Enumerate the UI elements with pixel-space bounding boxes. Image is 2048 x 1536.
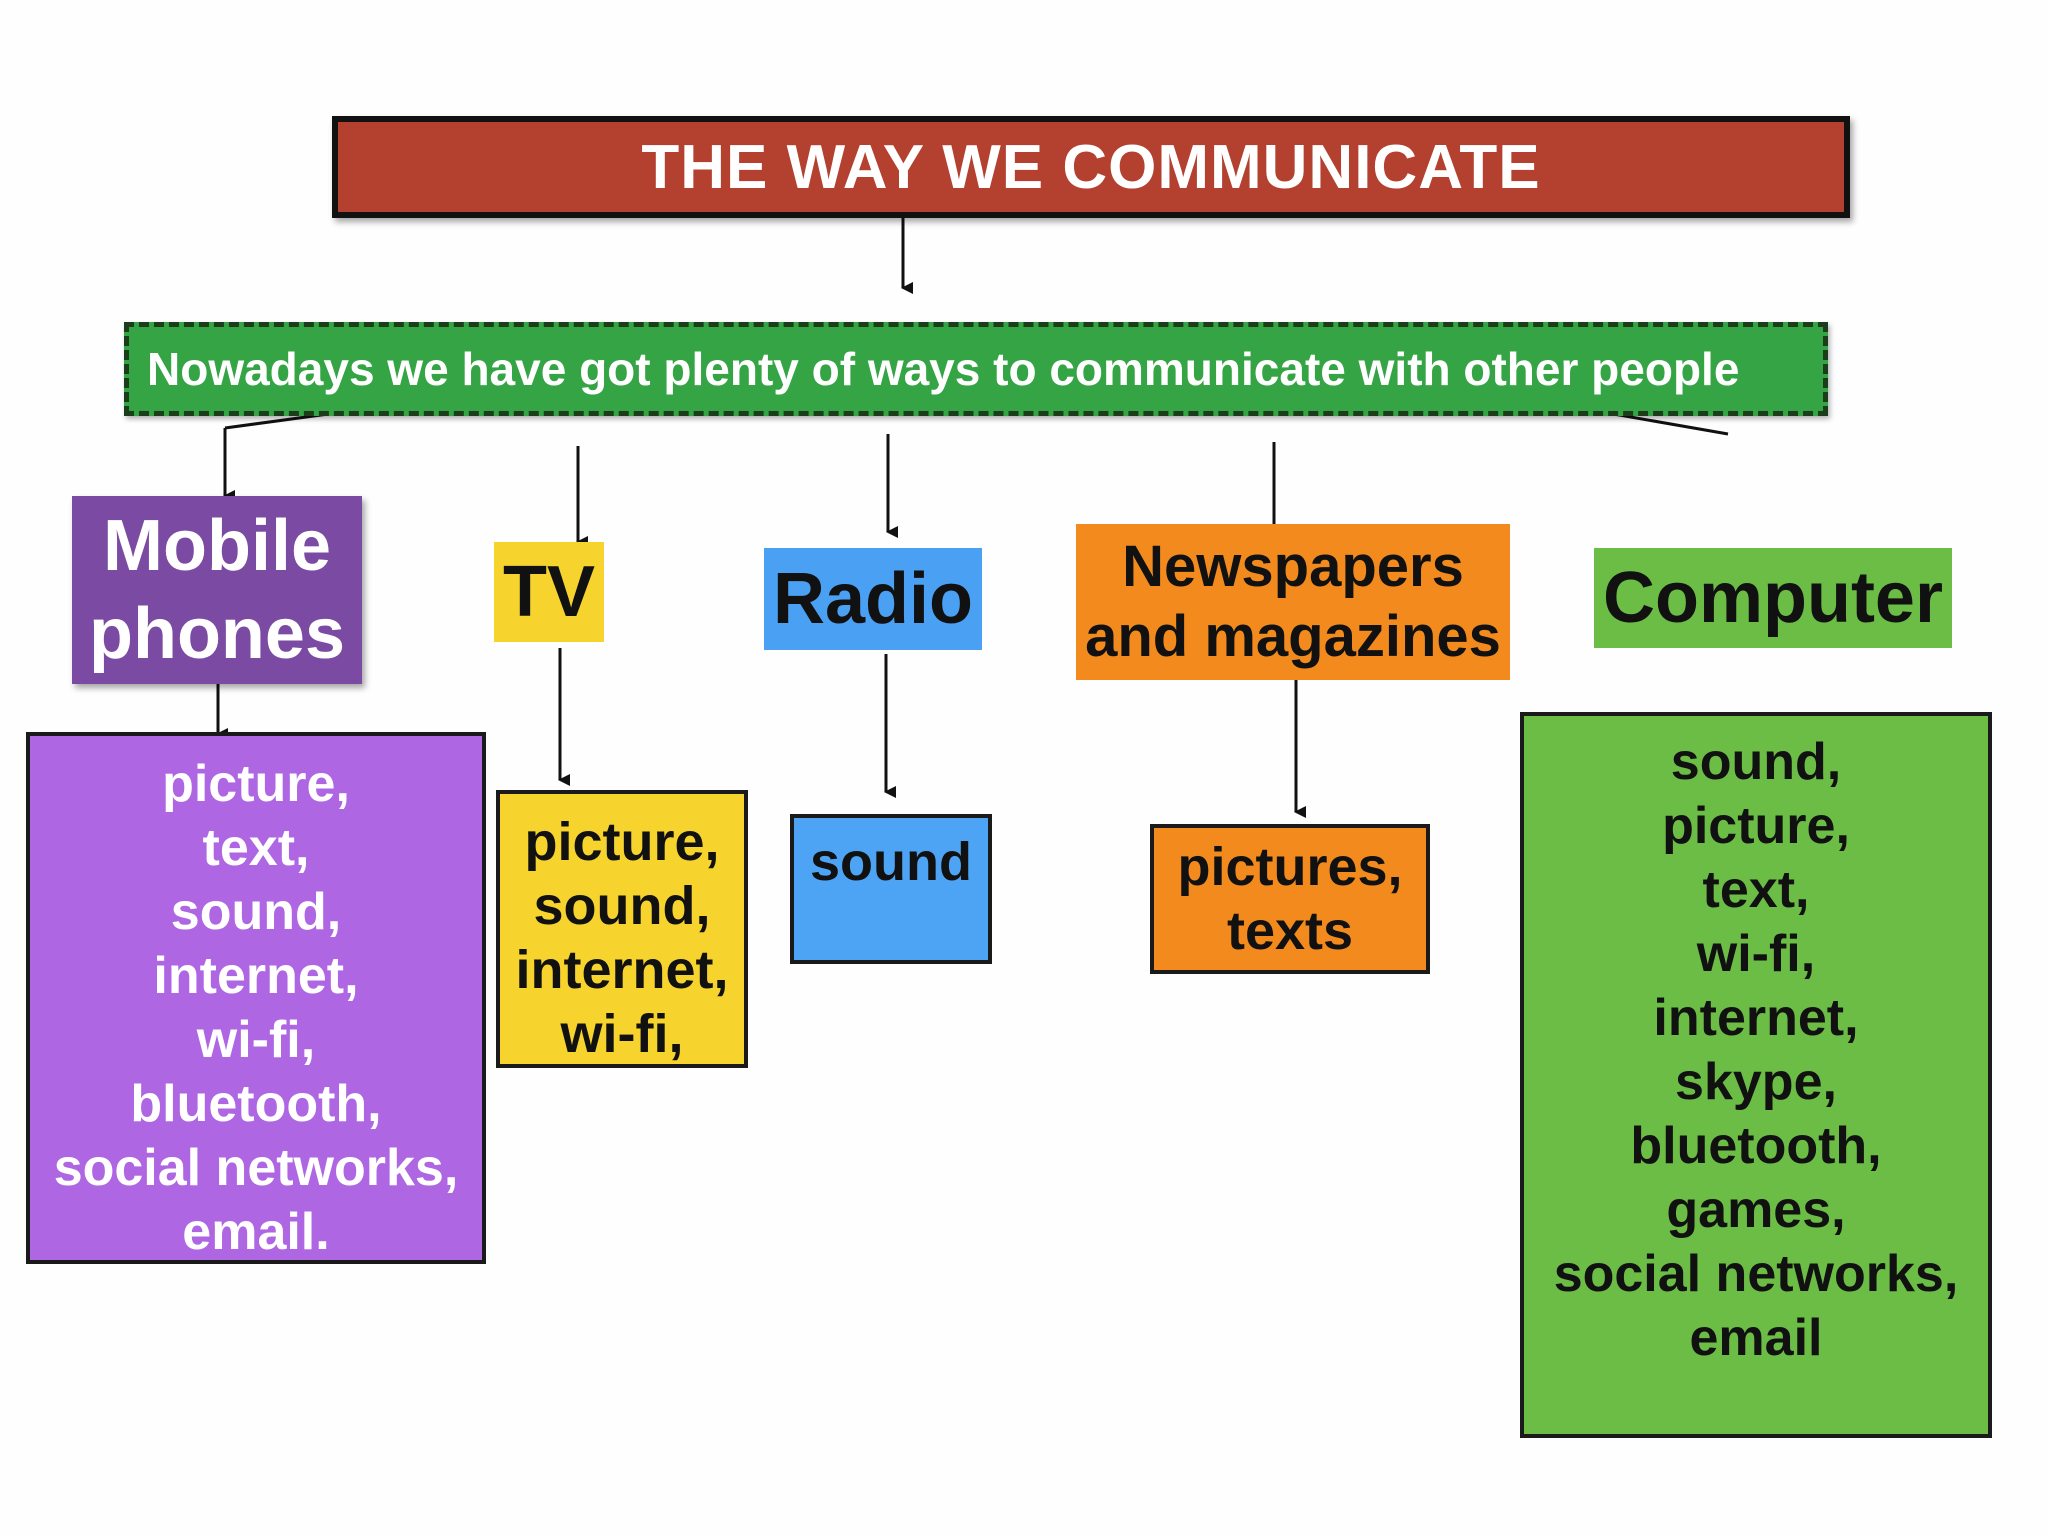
feature-item: wi-fi, bbox=[196, 1011, 316, 1069]
category-newspapers: Newspapers and magazines bbox=[1076, 524, 1510, 680]
category-news-line2: and magazines bbox=[1085, 604, 1501, 669]
category-tv-label: TV bbox=[502, 552, 595, 632]
features-radio: sound bbox=[790, 814, 992, 964]
feature-item: internet, bbox=[1653, 989, 1859, 1047]
subtitle-text: Nowadays we have got plenty of ways to c… bbox=[147, 343, 1740, 395]
feature-item: text, bbox=[1702, 861, 1810, 919]
feature-item: social networks, bbox=[53, 1139, 459, 1197]
feature-item: email bbox=[1689, 1309, 1823, 1367]
feature-item: bluetooth, bbox=[1630, 1117, 1882, 1175]
category-mobile-line2: phones bbox=[88, 594, 345, 674]
feature-item: sound, bbox=[170, 883, 342, 941]
feature-item: picture, bbox=[1662, 797, 1850, 855]
features-tv: picture, sound, internet, wi-fi, bbox=[496, 790, 748, 1068]
category-radio-label: Radio bbox=[772, 559, 973, 639]
feature-item: games, bbox=[1666, 1181, 1846, 1239]
feature-item: internet, bbox=[515, 940, 729, 1000]
category-radio: Radio bbox=[764, 548, 982, 650]
title-banner: THE WAY WE COMMUNICATE bbox=[332, 116, 1850, 218]
category-news-line1: Newspapers bbox=[1122, 534, 1464, 599]
feature-item: sound, bbox=[1670, 733, 1842, 791]
category-mobile-line1: Mobile bbox=[103, 506, 331, 586]
feature-item: text, bbox=[202, 819, 310, 877]
features-newspapers: pictures, texts bbox=[1150, 824, 1430, 974]
title-text: THE WAY WE COMMUNICATE bbox=[641, 132, 1541, 202]
feature-item: picture, bbox=[524, 812, 720, 872]
feature-item: texts bbox=[1226, 901, 1354, 961]
feature-item: social networks, bbox=[1553, 1245, 1959, 1303]
feature-item: skype, bbox=[1675, 1053, 1837, 1111]
feature-item: wi-fi, bbox=[560, 1004, 684, 1064]
category-tv: TV bbox=[494, 542, 604, 642]
feature-item: pictures, bbox=[1177, 837, 1403, 897]
category-computer: Computer bbox=[1594, 548, 1952, 648]
subtitle-banner: Nowadays we have got plenty of ways to c… bbox=[124, 322, 1828, 416]
feature-item: email. bbox=[182, 1203, 330, 1261]
features-computer: sound, picture, text, wi-fi, internet, s… bbox=[1520, 712, 1992, 1438]
features-mobile: picture, text, sound, internet, wi-fi, b… bbox=[26, 732, 486, 1264]
feature-item: bluetooth, bbox=[130, 1075, 382, 1133]
feature-item: sound, bbox=[533, 876, 711, 936]
feature-item: sound bbox=[810, 832, 972, 892]
category-mobile-phones: Mobile phones bbox=[72, 496, 362, 684]
feature-item: internet, bbox=[153, 947, 359, 1005]
feature-item: wi-fi, bbox=[1696, 925, 1816, 983]
feature-item: picture, bbox=[162, 755, 350, 813]
category-computer-label: Computer bbox=[1603, 558, 1943, 638]
